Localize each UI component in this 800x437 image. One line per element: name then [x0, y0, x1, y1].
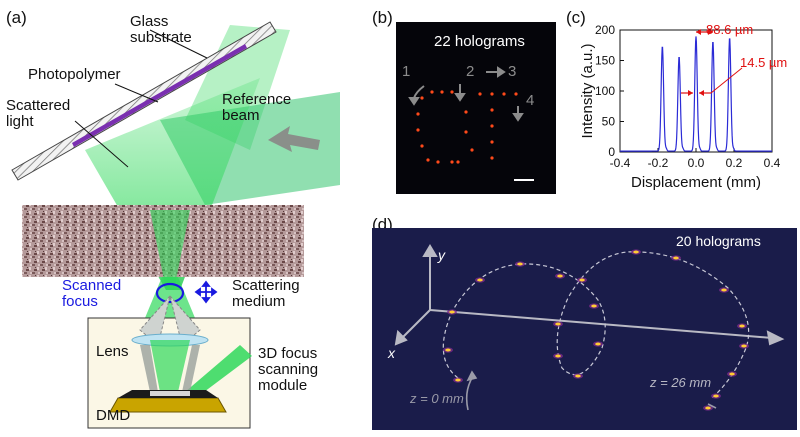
panel-b-pattern	[408, 66, 534, 181]
panel-b-image	[396, 22, 556, 194]
y-tick-label: 50	[602, 115, 616, 129]
hologram-dot	[464, 130, 468, 134]
arrow-icon	[268, 126, 320, 152]
panel-b-label: (b)	[372, 8, 393, 27]
hologram-dot	[490, 108, 494, 112]
panel-d-image	[372, 228, 797, 430]
hologram-dot	[490, 156, 494, 160]
scattered-light-cone	[85, 78, 260, 290]
step-3: 3	[508, 63, 517, 80]
focal-spot-core	[721, 288, 727, 292]
hologram-dot	[464, 110, 468, 114]
y-tick-label: 100	[595, 84, 615, 98]
x-axis	[401, 309, 431, 339]
panel-c-label: (c)	[566, 8, 586, 27]
y-tick-label: 150	[595, 54, 615, 68]
focal-spot-core	[591, 304, 597, 308]
step-1: 1	[402, 63, 411, 80]
axis-x-label: x	[388, 345, 395, 361]
annotation-width: 14.5 µm	[740, 55, 788, 70]
label-photopolymer: Photopolymer	[28, 66, 121, 83]
hologram-dot	[430, 90, 434, 94]
focal-spot-core	[579, 278, 585, 282]
x-axis-label: Displacement (mm)	[631, 174, 761, 191]
focal-spot-core	[713, 394, 719, 398]
hologram-dot	[514, 92, 518, 96]
z-axis	[429, 309, 773, 339]
label-lens: Lens	[96, 343, 129, 360]
hologram-dot	[416, 128, 420, 132]
hologram-dot	[456, 160, 460, 164]
focal-spot-core	[557, 274, 563, 278]
focal-spot-core	[729, 372, 735, 376]
helix-path	[442, 251, 750, 399]
label-glass-substrate: Glass substrate	[130, 13, 192, 46]
scanned-focus-ring	[155, 282, 185, 304]
focal-spot-core	[517, 262, 523, 266]
move-arrows-icon	[194, 280, 218, 304]
y-axis-label: Intensity (a.u.)	[579, 43, 596, 138]
label-scattered-light: Scattered light	[6, 97, 71, 130]
hologram-dot	[478, 92, 482, 96]
label-focus-module: 3D focus scanning module	[258, 345, 319, 394]
hologram-dot	[490, 140, 494, 144]
hologram-dot	[450, 90, 454, 94]
panel-d-helix	[394, 244, 785, 411]
panel-c-chart: -0.4 -0.2 0.0 0.2 0.4 0 50 100 150 200Displacemen…	[579, 23, 781, 191]
hologram-dot	[416, 112, 420, 116]
focal-spot-core	[445, 348, 451, 352]
x-tick-label: 0.0	[688, 156, 705, 170]
width-leader	[710, 67, 743, 94]
hologram-dot	[502, 92, 506, 96]
hologram-dot	[490, 124, 494, 128]
hologram-dot	[436, 160, 440, 164]
label-dmd: DMD	[96, 407, 131, 424]
focal-spot-core	[455, 378, 461, 382]
dmd-chip	[109, 390, 227, 413]
focal-spot-core	[449, 310, 455, 314]
hologram-dot	[440, 90, 444, 94]
panel-d-title: 20 holograms	[676, 233, 761, 249]
label-z-start: z = 0 mm	[410, 391, 464, 406]
panel-b-title: 22 holograms	[434, 33, 525, 50]
step-2: 2	[466, 63, 475, 80]
focal-spot-core	[673, 256, 679, 260]
hologram-dot	[490, 92, 494, 96]
photopolymer-layer	[72, 44, 247, 147]
step-4: 4	[526, 92, 535, 109]
axis-y-label: y	[438, 247, 445, 263]
focal-spot-core	[555, 354, 561, 358]
label-scattering-medium: Scattering medium	[232, 277, 300, 310]
annotation-spacing: 88.6 µm	[706, 22, 754, 37]
hologram-dot	[420, 96, 424, 100]
panel-a-label: (a)	[6, 8, 27, 27]
focal-spot-core	[555, 322, 561, 326]
y-tick-label: 0	[608, 145, 615, 159]
panel-a-illustration	[11, 21, 340, 429]
label-z-end: z = 26 mm	[650, 375, 712, 390]
focal-spot-core	[739, 324, 745, 328]
focal-spot-core	[633, 250, 639, 254]
hologram-dot	[450, 160, 454, 164]
label-reference-beam: Reference beam	[222, 91, 292, 124]
hologram-dot	[470, 148, 474, 152]
x-tick-label: 0.4	[764, 156, 781, 170]
y-tick-label: 200	[595, 23, 615, 37]
intensity-curve	[620, 36, 772, 152]
x-tick-label: 0.2	[726, 156, 743, 170]
x-tick-label: -0.4	[610, 156, 631, 170]
focal-spot-core	[477, 278, 483, 282]
x-tick-label: -0.2	[648, 156, 669, 170]
hologram-dot	[420, 144, 424, 148]
focal-spot-core	[741, 344, 747, 348]
focal-spot-core	[705, 406, 711, 410]
hologram-dot	[426, 158, 430, 162]
focal-spot-core	[595, 342, 601, 346]
label-scanned-focus: Scanned focus	[62, 277, 122, 310]
focal-spot-core	[575, 374, 581, 378]
